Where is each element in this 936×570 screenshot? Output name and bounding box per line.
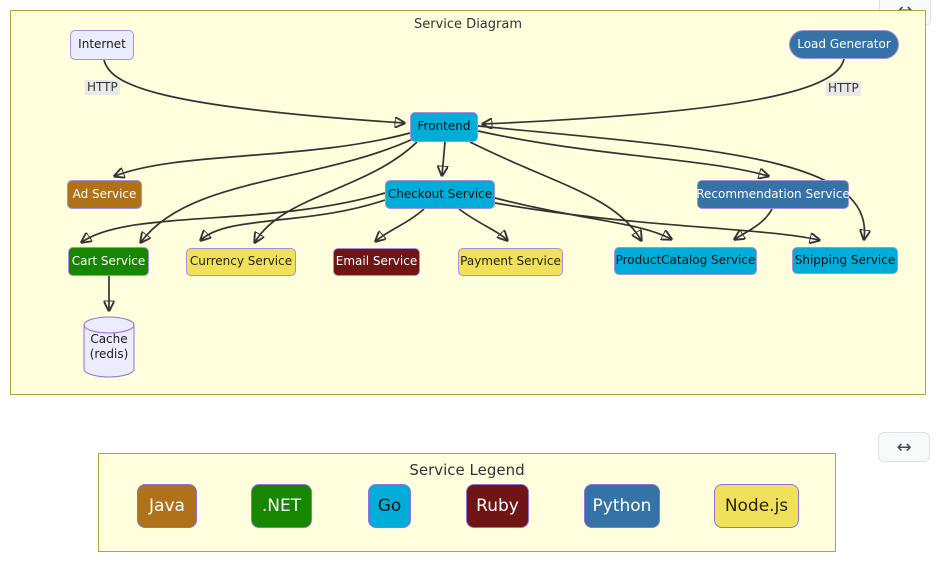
node-recommendation-service: Recommendation Service [696,180,850,209]
edge-frontend-cart [141,138,414,242]
legend-item-python: Python [584,484,660,528]
node-frontend: Frontend [410,112,478,142]
node-shipping-service: Shipping Service [792,247,898,274]
edge-checkout-currency [201,199,386,240]
edge-frontend-recommendation [477,130,768,176]
cache-label-line2: (redis) [89,347,129,361]
node-cart-service: Cart Service [68,247,149,276]
edge-frontend-checkout [442,141,445,175]
cache-node-label: Cache (redis) [83,332,135,362]
legend-title: Service Legend [409,461,525,479]
node-load-generator: Load Generator [789,30,899,59]
legend-item-nodejs: Node.js [714,484,799,528]
legend-expand-button[interactable]: ↔ [878,432,930,462]
legend-item-ruby: Ruby [466,484,529,528]
node-internet: Internet [70,30,134,60]
service-legend-panel: Service Legend Java .NET Go Ruby Python … [98,453,836,552]
node-currency-service: Currency Service [186,248,296,276]
cylinder-shape [83,316,135,378]
node-checkout-service: Checkout Service [385,180,495,209]
node-email-service: Email Service [333,248,420,276]
edge-checkout-email [376,208,425,241]
service-diagram-panel: Service Diagram HTTP HTTP Internet Load … [10,10,926,395]
edge-label-http-internet: HTTP [85,80,120,95]
cache-label-line1: Cache [90,332,128,346]
edge-loadgenerator-frontend [483,58,845,124]
edge-label-http-loadgenerator: HTTP [826,81,861,96]
edge-internet-frontend [103,59,404,123]
legend-item-java: Java [137,484,197,528]
node-payment-service: Payment Service [458,248,563,276]
edge-recommendation-productcatalog [735,208,773,239]
node-ad-service: Ad Service [67,180,142,209]
node-cache-redis: Cache (redis) [83,316,135,378]
node-productcatalog-service: ProductCatalog Service [614,247,757,275]
diagram-title: Service Diagram [414,17,522,32]
legend-item-dotnet: .NET [251,484,312,528]
edge-frontend-ad [115,132,411,176]
edge-checkout-payment [458,208,507,240]
edge-frontend-productcatalog [469,141,641,240]
legend-item-go: Go [368,484,411,528]
edge-checkout-productcatalog [494,197,671,239]
resize-horizontal-icon: ↔ [896,436,912,458]
